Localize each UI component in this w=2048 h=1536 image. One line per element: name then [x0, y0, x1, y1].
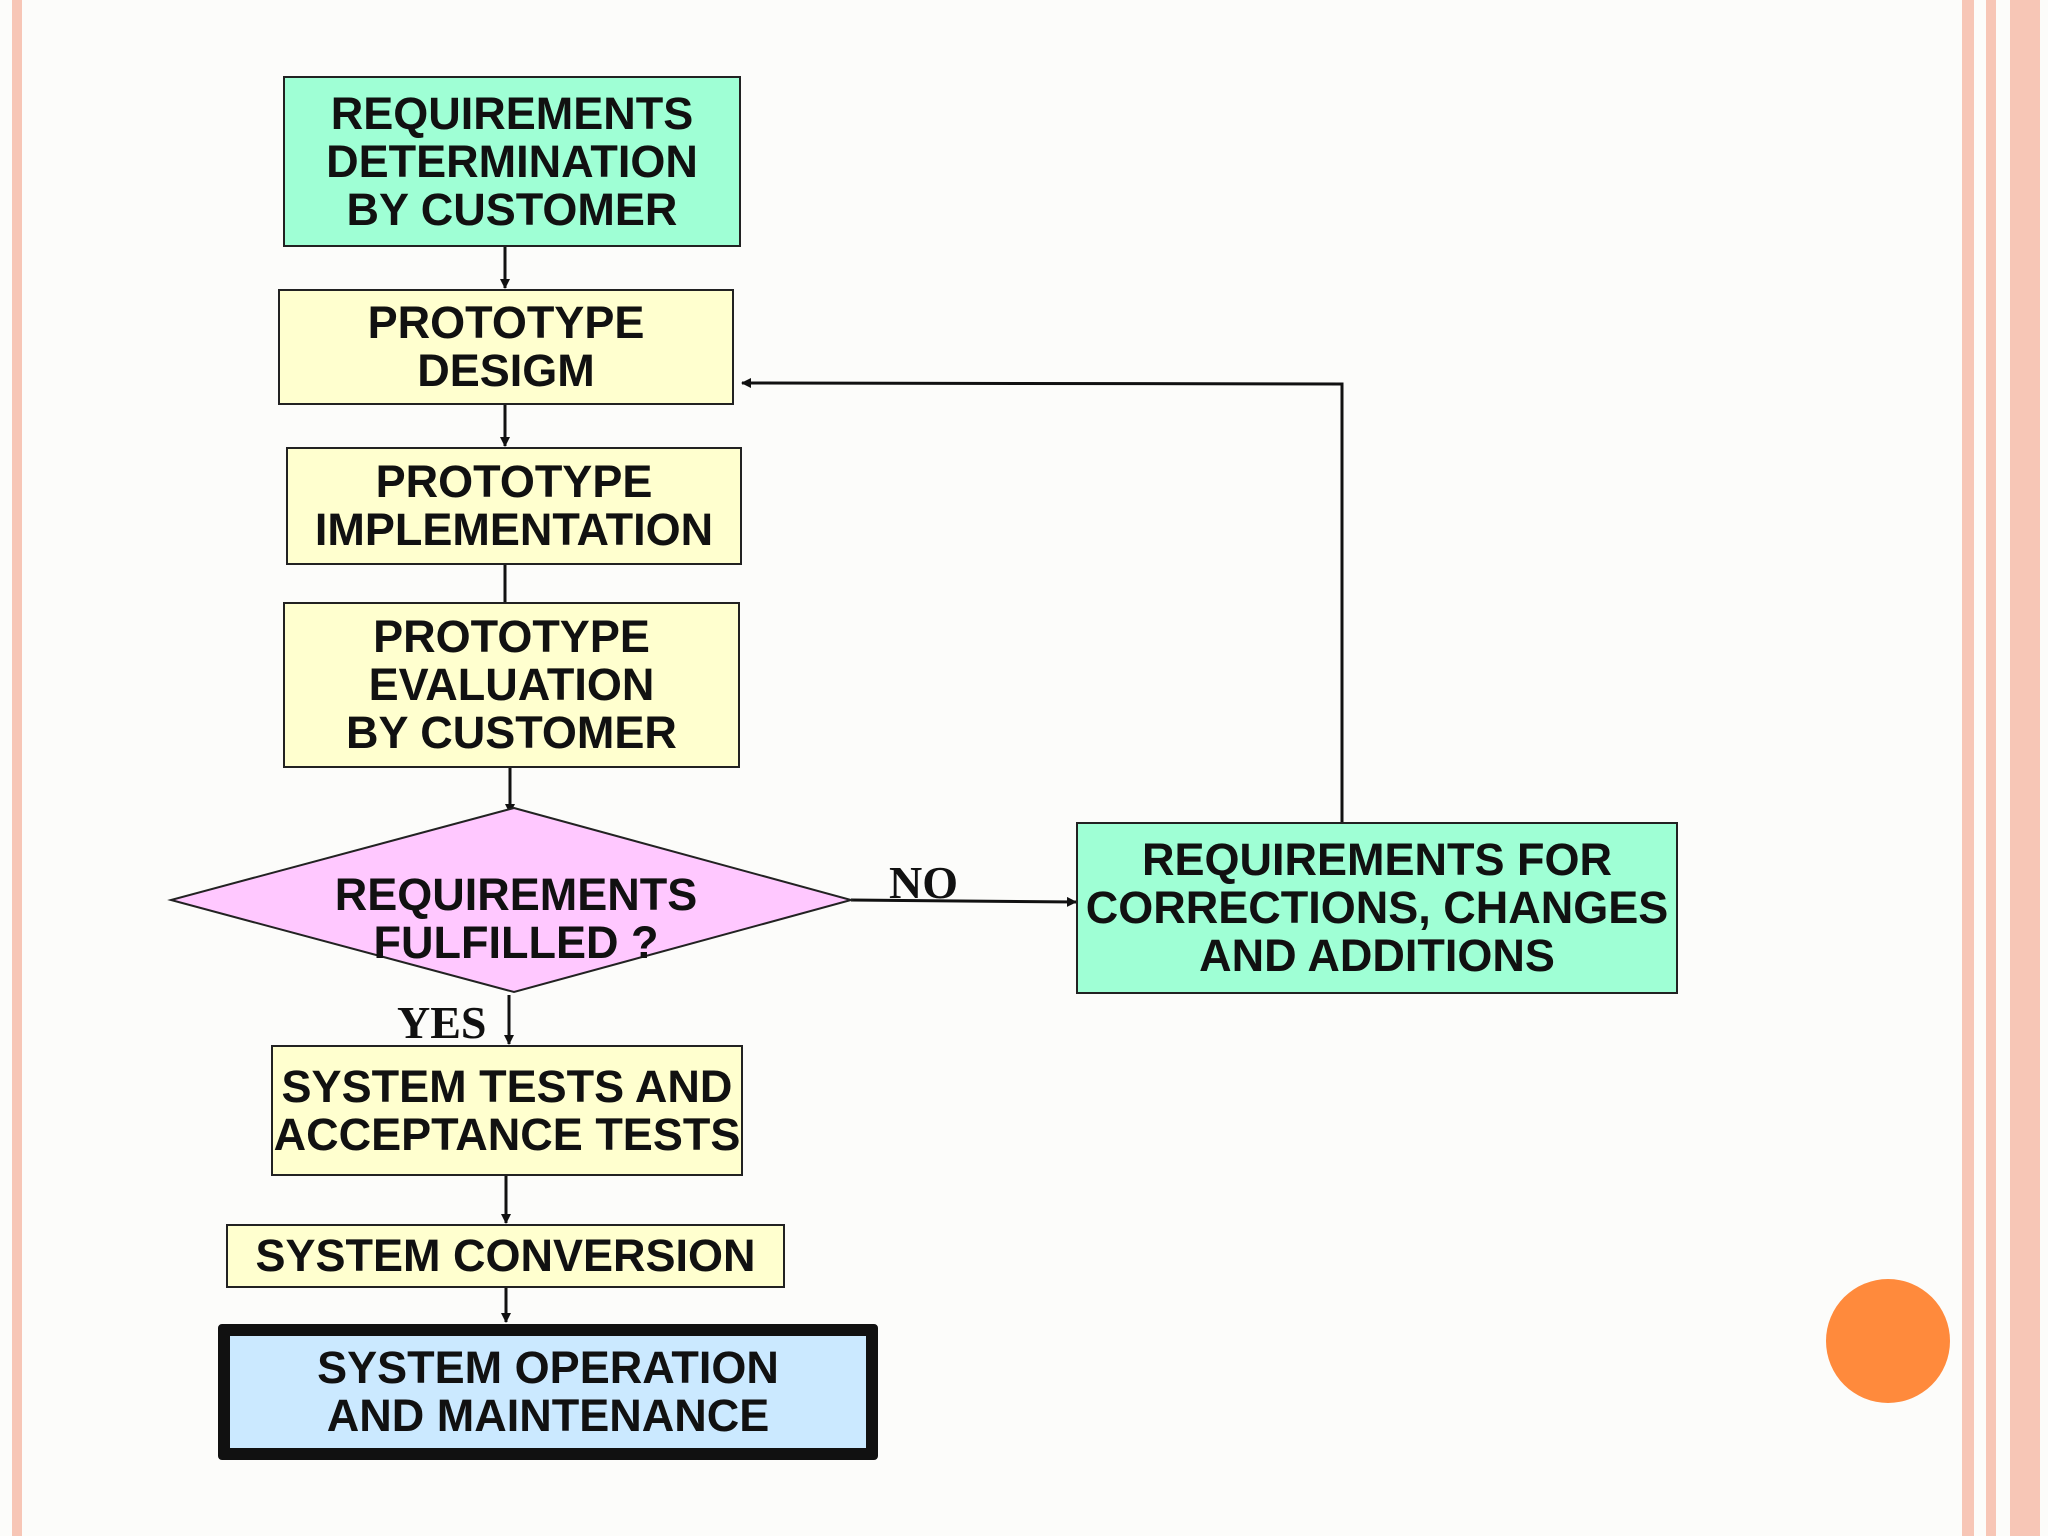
feedback-loop-line [741, 378, 1344, 822]
left-border-rule [12, 0, 22, 1536]
right-border-rule-2 [1986, 0, 1996, 1536]
node-system-tests: SYSTEM TESTS AND ACCEPTANCE TESTS [271, 1045, 743, 1176]
decision-text: REQUIREMENTS FULFILLED ? [334, 869, 698, 968]
node-requirements-determination-text: REQUIREMENTS DETERMINATION BY CUSTOMER [326, 87, 698, 235]
node-system-tests-text: SYSTEM TESTS AND ACCEPTANCE TESTS [273, 1060, 741, 1160]
right-border-rule-1 [1962, 0, 1974, 1536]
node-prototype-design: PROTOTYPE DESIGM [278, 289, 734, 405]
node-requirements-determination: REQUIREMENTS DETERMINATION BY CUSTOMER [283, 76, 741, 247]
node-system-conversion: SYSTEM CONVERSION [226, 1224, 785, 1288]
node-prototype-design-text: PROTOTYPE DESIGM [367, 297, 645, 396]
node-prototype-implementation-text: PROTOTYPE IMPLEMENTATION [314, 456, 714, 555]
node-requirements-corrections: REQUIREMENTS FOR CORRECTIONS, CHANGES AN… [1076, 822, 1678, 994]
node-system-operation: SYSTEM OPERATION AND MAINTENANCE [218, 1324, 878, 1460]
label-no: NO [889, 857, 958, 908]
decision-diamond [167, 806, 855, 994]
right-border-rule-3 [2010, 0, 2040, 1536]
node-system-conversion-text: SYSTEM CONVERSION [255, 1230, 756, 1281]
arrow-no-to-corrections [850, 896, 1077, 907]
node-prototype-evaluation-text: PROTOTYPE EVALUATION BY CUSTOMER [346, 611, 677, 758]
accent-circle [1826, 1279, 1950, 1403]
node-prototype-evaluation: PROTOTYPE EVALUATION BY CUSTOMER [283, 602, 740, 768]
node-system-operation-text: SYSTEM OPERATION AND MAINTENANCE [317, 1342, 779, 1441]
node-requirements-corrections-text: REQUIREMENTS FOR CORRECTIONS, CHANGES AN… [1085, 834, 1669, 981]
label-yes: YES [397, 997, 487, 1048]
node-prototype-implementation: PROTOTYPE IMPLEMENTATION [286, 447, 742, 565]
